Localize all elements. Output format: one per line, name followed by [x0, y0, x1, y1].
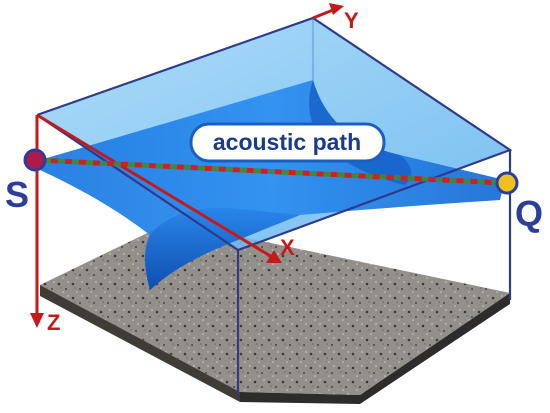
- axis-z: Z: [30, 115, 60, 335]
- receiver-point: Q: [495, 171, 543, 234]
- acoustic-path-line: [36, 157, 506, 186]
- source-point: S: [5, 148, 47, 215]
- source-label: S: [5, 174, 29, 215]
- seabed: [40, 222, 510, 404]
- acoustic-path-callout: acoustic path: [189, 122, 386, 163]
- callout-text: acoustic path: [213, 129, 361, 155]
- axis-z-label: Z: [47, 310, 60, 335]
- axis-y-label: Y: [344, 8, 359, 33]
- axis-x-label: X: [280, 235, 295, 260]
- axis-y: Y: [312, 3, 359, 33]
- axis-x: X: [36, 113, 295, 263]
- receiver-label: Q: [515, 193, 543, 234]
